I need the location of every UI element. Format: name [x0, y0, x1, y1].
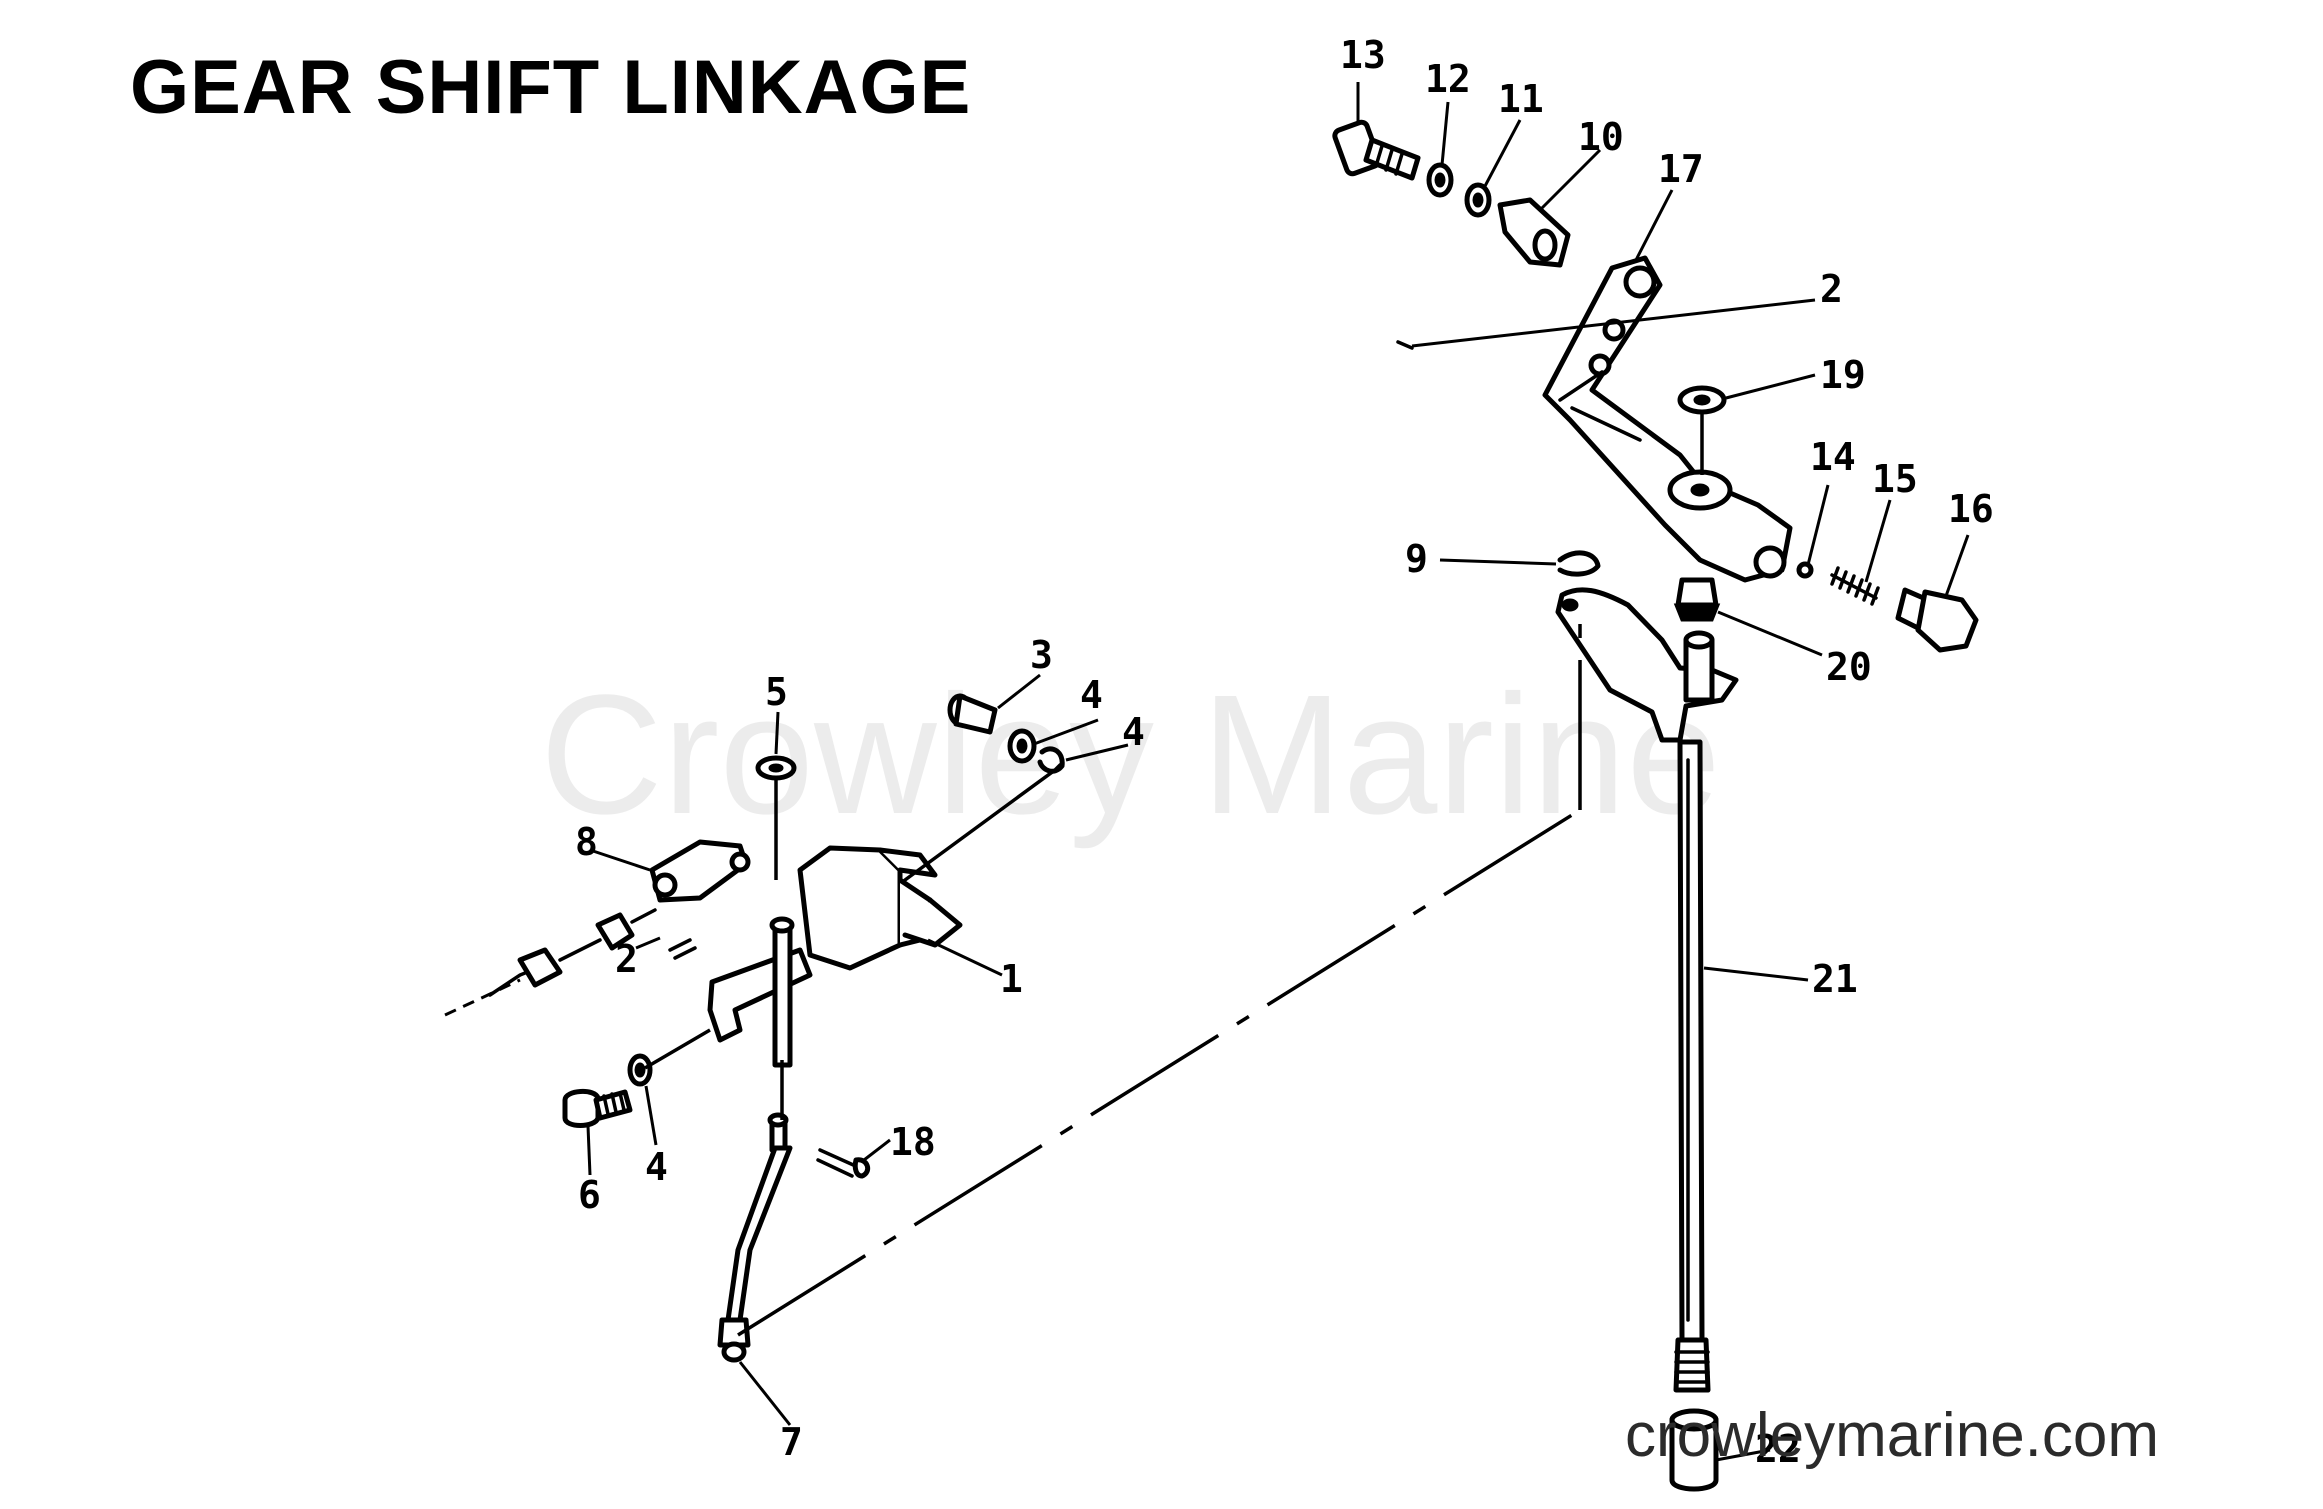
- washer-4-lower: [627, 1053, 653, 1087]
- callout-2-upper: 2: [1820, 267, 1843, 311]
- callout-18: 18: [890, 1120, 936, 1164]
- spring-15: [1830, 566, 1880, 606]
- washer-12: [1426, 162, 1454, 198]
- callout-21: 21: [1812, 957, 1858, 1001]
- callout-4-lower: 4: [645, 1145, 668, 1189]
- callout-16: 16: [1948, 487, 1994, 531]
- cotter-pin-2-lower: [668, 938, 697, 960]
- callout-8: 8: [575, 820, 598, 864]
- callout-19: 19: [1820, 353, 1866, 397]
- ball-14: [1796, 561, 1814, 579]
- link-10: [1497, 197, 1571, 268]
- shift-cable: [444, 908, 657, 1017]
- callout-11: 11: [1498, 77, 1544, 121]
- diagram-title: GEAR SHIFT LINKAGE: [130, 45, 972, 130]
- callout-20: 20: [1826, 645, 1872, 689]
- website-watermark: crowleymarine.com: [1625, 1401, 2160, 1470]
- callout-13: 13: [1340, 33, 1386, 77]
- leader-lines: [586, 82, 1970, 1462]
- callout-2-lower: 2: [615, 937, 638, 981]
- shift-rod-arm: [1555, 587, 1739, 743]
- callout-22: 22: [1755, 1427, 1801, 1471]
- callout-1: 1: [1000, 957, 1023, 1001]
- callout-6: 6: [578, 1173, 601, 1217]
- bushing-20: [1673, 577, 1721, 622]
- callout-10: 10: [1578, 115, 1624, 159]
- callout-4-top: 5: [765, 670, 788, 714]
- callout-17: 17: [1658, 147, 1704, 191]
- plug-16: [1895, 587, 1979, 653]
- callout-14: 14: [1810, 435, 1856, 479]
- alignment-line-washer: [644, 1028, 711, 1070]
- callout-12: 12: [1425, 57, 1471, 101]
- washer-4-upper: [1007, 728, 1037, 764]
- callout-5: 4: [1122, 710, 1145, 754]
- washer-11: [1464, 182, 1492, 218]
- callout-15: 15: [1872, 457, 1918, 501]
- shift-lever-17: [1542, 255, 1793, 583]
- callout-7: 7: [780, 1420, 803, 1464]
- washer-19: [1677, 385, 1727, 415]
- cotter-pin-18: [816, 1148, 871, 1179]
- link-rod-7: [717, 1112, 793, 1363]
- bolt-13: [1332, 119, 1421, 181]
- clip-5: [1037, 746, 1065, 774]
- cable-end-8: [649, 839, 751, 903]
- watermark: Crowley Marine: [540, 660, 1721, 850]
- callout-9: 9: [1405, 537, 1428, 581]
- shift-shaft-21: [1673, 739, 1711, 1393]
- shift-bracket-1: [707, 763, 1062, 1068]
- clip-9: [1557, 550, 1601, 577]
- washer-4-top: [755, 755, 797, 781]
- callout-4-upper: 4: [1080, 673, 1103, 717]
- cotter-pin-2-upper: [1396, 340, 1414, 350]
- bolt-6: [562, 1089, 633, 1128]
- alignment-line-long: [737, 808, 1581, 1337]
- bushing-3: [947, 693, 998, 735]
- callout-3: 3: [1030, 633, 1053, 677]
- coupler-22: [1669, 1408, 1719, 1492]
